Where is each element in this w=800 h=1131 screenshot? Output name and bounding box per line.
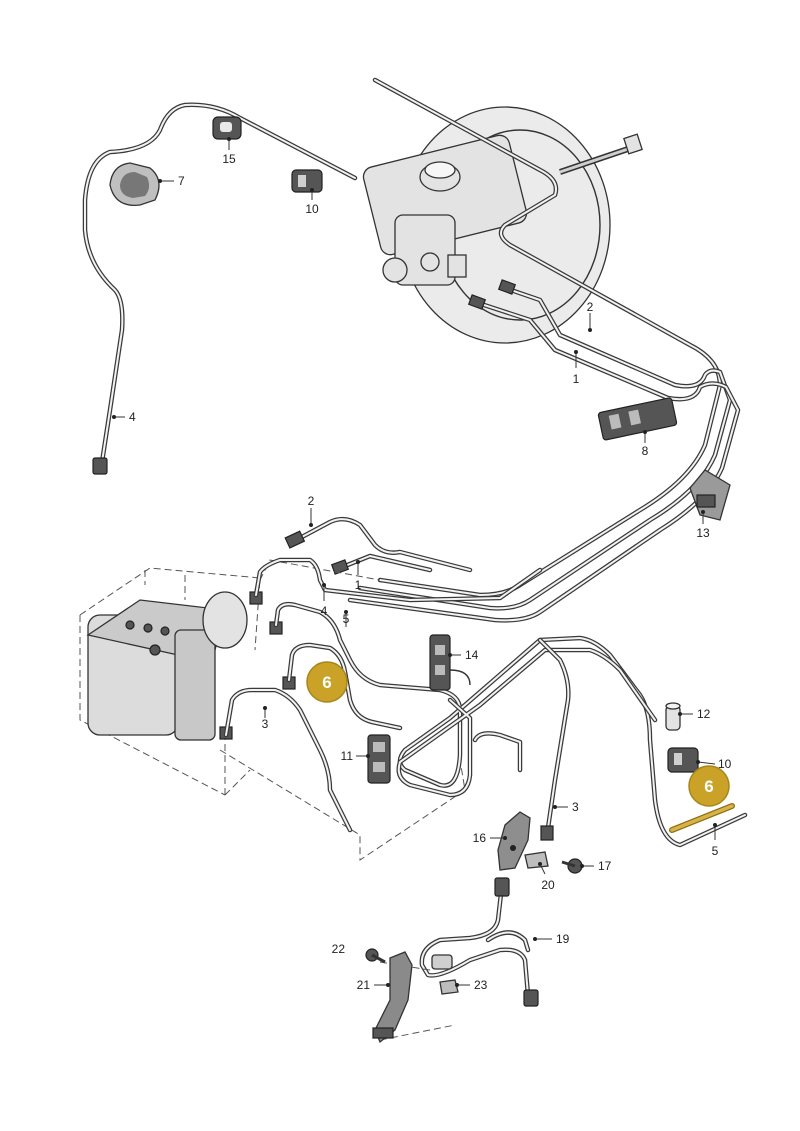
callout-12: 12 — [697, 707, 711, 721]
clip-14 — [429, 634, 471, 691]
bracket-16 — [497, 811, 531, 871]
bracket-7 — [109, 162, 160, 206]
highlight-badge-right[interactable]: 6 — [688, 765, 730, 807]
highlight-badge-left[interactable]: 6 — [306, 661, 348, 703]
clip-10-top — [291, 169, 323, 193]
callout-7: 7 — [178, 174, 185, 188]
sleeve-12 — [665, 702, 681, 731]
callout-20: 20 — [541, 878, 555, 892]
callout-17: 17 — [598, 859, 612, 873]
bracket-13 — [689, 469, 731, 521]
callout-3-right: 3 — [572, 800, 579, 814]
brake-pipes-lower — [223, 557, 748, 848]
clip-11 — [367, 734, 391, 784]
callout-labels: 2 1 2 1 3 3 4 4 5 5 7 8 10 10 11 12 13 1… — [129, 152, 732, 992]
callout-5-mid: 5 — [343, 612, 350, 626]
callout-2-top: 2 — [587, 300, 594, 314]
badge-circle — [306, 661, 348, 703]
callout-23: 23 — [474, 978, 488, 992]
callout-15: 15 — [222, 152, 236, 166]
bolt-17 — [561, 858, 583, 874]
callout-10-right: 10 — [718, 757, 732, 771]
clip-15 — [212, 116, 242, 140]
bracket-21 — [372, 951, 456, 1044]
callout-21: 21 — [357, 978, 371, 992]
callout-5-right: 5 — [712, 844, 719, 858]
badge-circle — [688, 765, 730, 807]
brake-booster-assembly — [362, 106, 643, 344]
abs-unit — [79, 559, 466, 861]
callout-10-top: 10 — [305, 202, 319, 216]
callout-16: 16 — [473, 831, 487, 845]
clip-20 — [524, 851, 549, 869]
callout-14: 14 — [465, 648, 479, 662]
clip-23 — [439, 979, 459, 995]
callout-4-mid: 4 — [321, 604, 328, 618]
badge-6-left: 6 — [322, 673, 331, 692]
callout-19: 19 — [556, 932, 570, 946]
clip-10-right — [667, 747, 699, 773]
callout-1-top: 1 — [573, 372, 580, 386]
callout-13: 13 — [696, 526, 710, 540]
brake-pipe-4 — [82, 102, 358, 475]
clip-8 — [597, 397, 678, 441]
badge-6-right: 6 — [704, 777, 713, 796]
callout-1-mid: 1 — [355, 578, 362, 592]
brake-hose-19 — [419, 877, 539, 1007]
bolt-22 — [365, 948, 386, 964]
callout-2-mid: 2 — [308, 494, 315, 508]
callout-leaders — [112, 137, 717, 987]
callout-3-left: 3 — [262, 717, 269, 731]
highlighted-pipe-6 — [670, 804, 734, 832]
callout-11: 11 — [341, 749, 354, 763]
callout-8: 8 — [642, 444, 649, 458]
callout-4-left: 4 — [129, 410, 136, 424]
callout-22: 22 — [332, 942, 346, 956]
